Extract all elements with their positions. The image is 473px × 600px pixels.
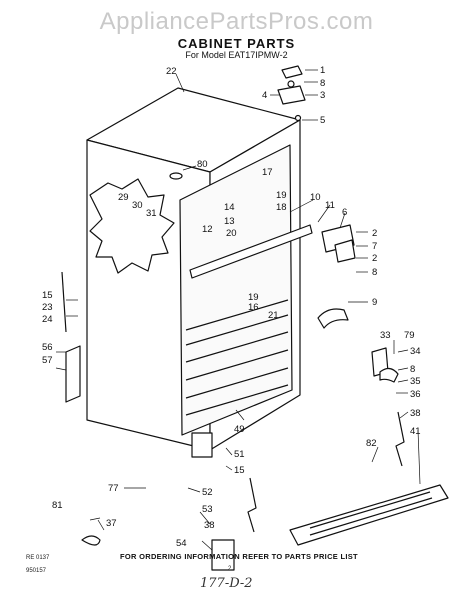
page-mark: 2 <box>228 566 232 572</box>
callout-9: 9 <box>372 297 377 308</box>
callout-12: 12 <box>202 224 213 235</box>
callout-53: 53 <box>202 504 213 515</box>
callout-56: 56 <box>42 342 53 353</box>
callout-6: 6 <box>342 207 347 218</box>
callout-80: 80 <box>197 159 208 170</box>
callout-18: 18 <box>276 202 287 213</box>
roller <box>81 535 101 546</box>
callout-29: 29 <box>118 192 129 203</box>
hinge-cap <box>281 65 303 79</box>
callout-19: 19 <box>276 190 287 201</box>
side-trim <box>65 345 81 403</box>
callout-15b: 15 <box>234 465 245 476</box>
callout-24: 24 <box>42 314 53 325</box>
callout-38: 38 <box>410 408 421 419</box>
callout-54: 54 <box>176 538 187 549</box>
callout-36: 36 <box>410 389 421 400</box>
callout-31: 31 <box>146 208 157 219</box>
callout-30: 30 <box>132 200 143 211</box>
hinge-screw <box>287 80 295 88</box>
cutaway-burst <box>89 178 175 274</box>
callout-37: 37 <box>106 518 117 529</box>
callout-8c: 8 <box>410 364 415 375</box>
callout-81: 81 <box>52 500 63 511</box>
callout-23: 23 <box>42 302 53 313</box>
callout-15: 15 <box>42 290 53 301</box>
callout-35: 35 <box>410 376 421 387</box>
grille-bracket-right <box>395 411 405 467</box>
callout-10: 10 <box>310 192 321 203</box>
handwritten-note: 177-D-2 <box>200 576 253 591</box>
watermark: AppliancePartsPros.com <box>99 8 374 35</box>
leg-block <box>191 432 213 458</box>
callout-1: 1 <box>320 65 325 76</box>
leg-base <box>211 539 235 571</box>
callout-7: 7 <box>372 241 377 252</box>
callout-49: 49 <box>234 424 245 435</box>
model-subtitle: For Model EAT17IPMW-2 <box>185 50 288 60</box>
callout-51: 51 <box>234 449 245 460</box>
callout-38b: 38 <box>204 520 215 531</box>
callout-13: 13 <box>224 216 235 227</box>
drawing-code-2: 950157 <box>26 568 47 574</box>
callout-11: 11 <box>325 200 335 211</box>
callout-14: 14 <box>224 202 235 213</box>
callout-17: 17 <box>262 167 273 178</box>
callout-2: 2 <box>372 228 377 239</box>
callout-labels: 1 8 3 4 5 22 80 17 19 18 10 11 6 2 7 2 8… <box>42 65 421 549</box>
callout-33: 33 <box>380 330 391 341</box>
hinge-bolt <box>294 114 302 122</box>
callout-8: 8 <box>320 78 325 89</box>
top-hinge <box>277 85 306 105</box>
grille-bracket-left <box>247 477 257 533</box>
callout-52: 52 <box>202 487 213 498</box>
cabinet-liner <box>179 144 293 436</box>
callout-34: 34 <box>410 346 421 357</box>
callout-2b: 2 <box>372 253 377 264</box>
callout-82: 82 <box>366 438 377 449</box>
callout-22: 22 <box>166 66 177 77</box>
callout-57: 57 <box>42 355 53 366</box>
callout-8b: 8 <box>372 267 377 278</box>
callout-21: 21 <box>268 310 279 321</box>
callout-19b: 19 <box>248 292 259 303</box>
diagram-title: CABINET PARTS <box>177 36 296 51</box>
callout-4: 4 <box>262 90 267 101</box>
hinge-bracket <box>334 239 356 263</box>
thermostat-knob <box>169 172 183 180</box>
callout-79: 79 <box>404 330 415 341</box>
hinge-pin-assembly <box>317 308 349 329</box>
callout-16: 16 <box>248 302 259 313</box>
callout-41: 41 <box>410 426 421 437</box>
divider-rail <box>189 224 313 279</box>
callout-3: 3 <box>320 90 325 101</box>
door-stop <box>61 271 67 333</box>
callout-20: 20 <box>226 228 237 239</box>
drawing-code: RE 0137 <box>26 555 50 561</box>
hinge-cup <box>379 367 399 383</box>
ordering-note: FOR ORDERING INFORMATION REFER TO PARTS … <box>120 552 358 561</box>
callout-77: 77 <box>108 483 119 494</box>
toe-grille <box>289 484 449 546</box>
callout-5: 5 <box>320 115 325 126</box>
